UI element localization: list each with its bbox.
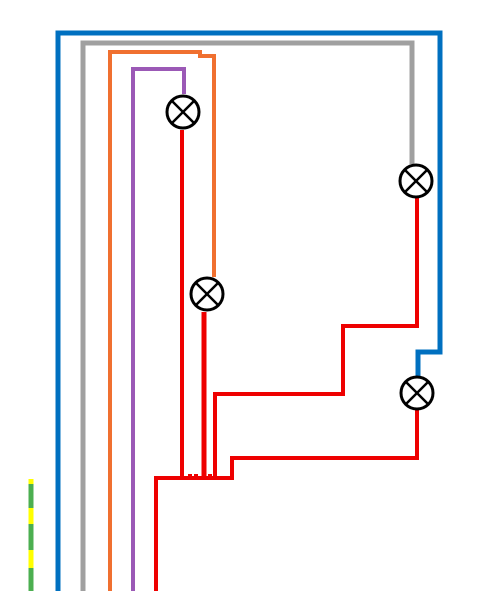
orange-wire	[108, 50, 216, 591]
red-wire-main	[154, 410, 419, 591]
gray-wire	[80, 40, 415, 591]
lamp-4-icon	[399, 375, 435, 411]
red-wire-lamp3	[213, 198, 419, 478]
purple-wire	[131, 67, 186, 591]
blue-wire	[55, 30, 443, 591]
lamp-2-icon	[189, 276, 225, 312]
lamp-1-icon	[165, 94, 201, 130]
red-wire-bus	[188, 474, 212, 478]
lamp-3-icon	[398, 163, 434, 199]
